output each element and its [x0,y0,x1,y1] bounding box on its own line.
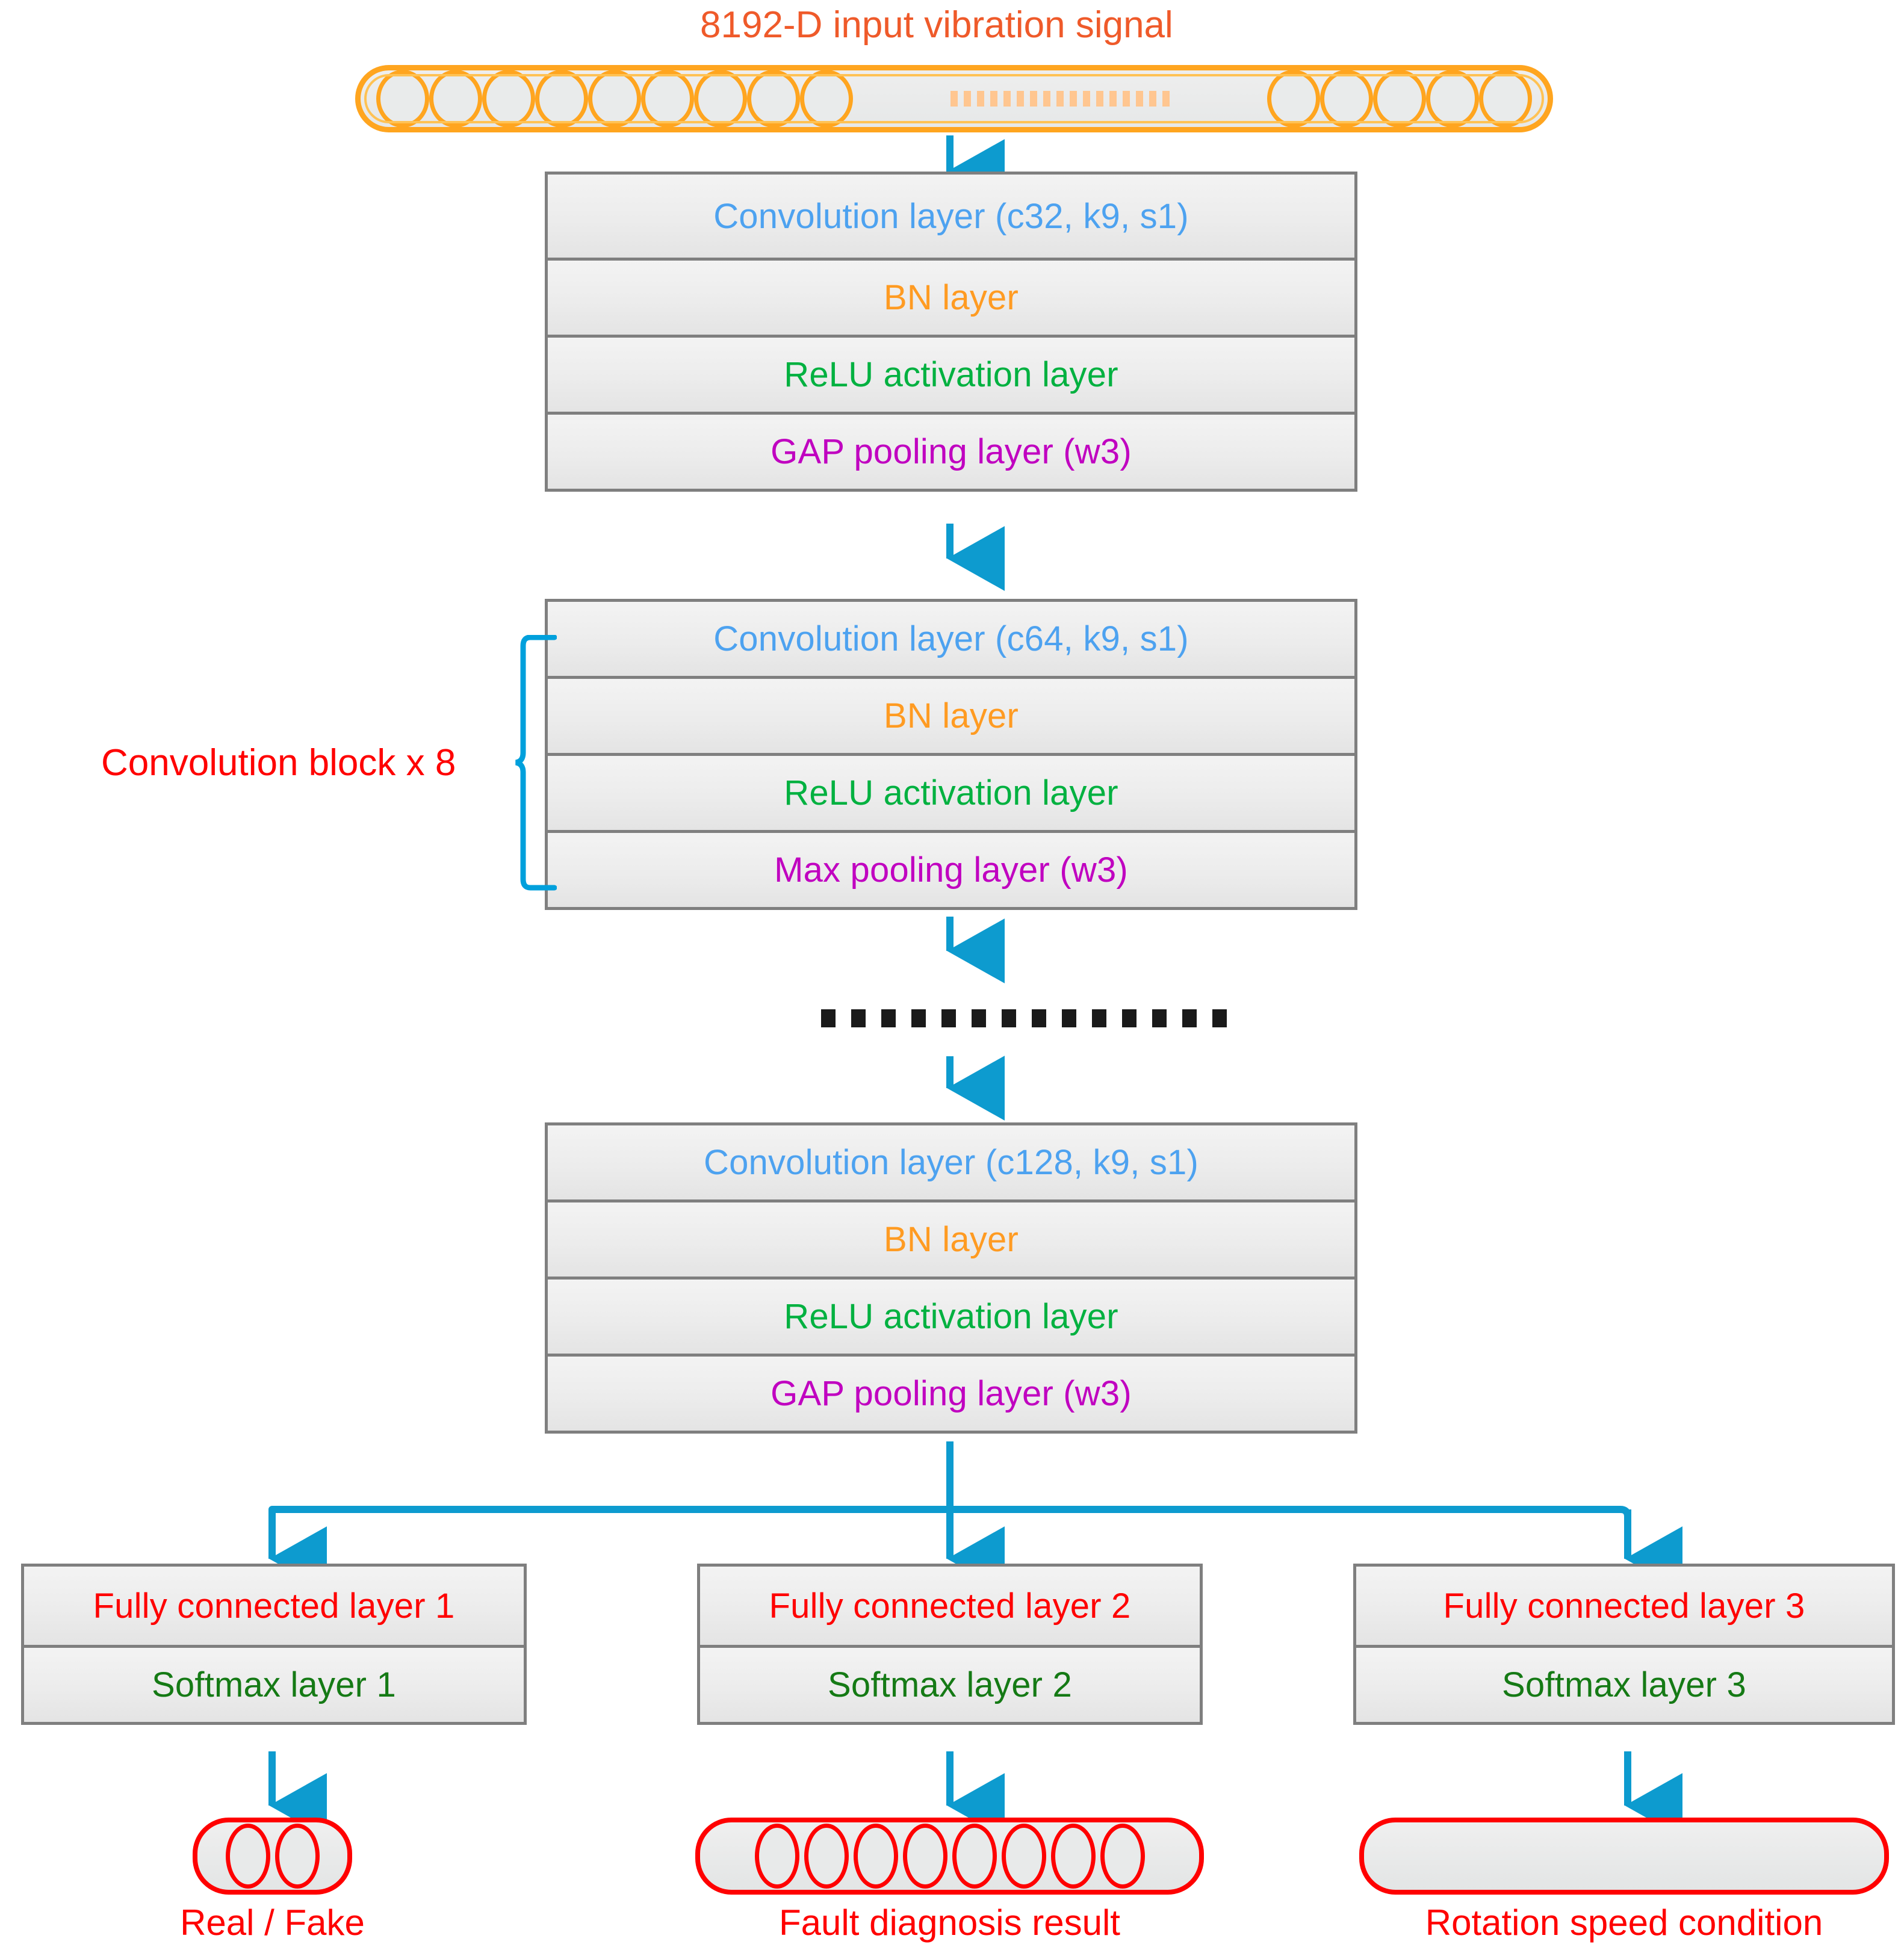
input-node [429,70,482,128]
layer-relu-2: ReLU activation layer [545,753,1357,833]
output-capsule-rotation-speed [1359,1818,1889,1895]
input-node [641,70,694,128]
layer-relu-3: ReLU activation layer [545,1277,1357,1357]
ellipsis-dot [1122,1009,1137,1027]
output-node [804,1824,849,1889]
layer-gap-pool-3: GAP pooling layer (w3) [545,1354,1357,1434]
output-head-2: Fully connected layer 2 Softmax layer 2 [697,1564,1203,1725]
output-node [1050,1824,1096,1889]
layer-relu-1: ReLU activation layer [545,335,1357,415]
input-node [1373,70,1426,128]
input-node [1320,70,1373,128]
layer-bn-3: BN layer [545,1199,1357,1280]
ellipsis-dot [821,1009,836,1027]
ellipsis-dot [972,1009,986,1027]
layer-gap-pool-1: GAP pooling layer (w3) [545,412,1357,492]
softmax-layer-2: Softmax layer 2 [697,1645,1203,1725]
output-node [952,1824,997,1889]
ellipsis-dot [1032,1009,1046,1027]
output-node [754,1824,799,1889]
input-node [694,70,747,128]
ellipsis-dot [941,1009,956,1027]
layer-conv-64: Convolution layer (c64, k9, s1) [545,599,1357,679]
softmax-layer-3: Softmax layer 3 [1353,1645,1895,1725]
output-label-fault-diagnosis: Fault diagnosis result [779,1902,1120,1943]
fully-connected-layer-1: Fully connected layer 1 [21,1564,527,1648]
ellipsis-dot [1002,1009,1016,1027]
softmax-layer-1: Softmax layer 1 [21,1645,527,1725]
output-label-rotation-speed: Rotation speed condition [1425,1902,1823,1943]
layer-conv-32: Convolution layer (c32, k9, s1) [545,172,1357,261]
input-vector-capsule [355,65,1553,132]
ellipsis-dot [881,1009,896,1027]
ellipsis-dot [911,1009,926,1027]
input-node [1479,70,1532,128]
output-node [274,1824,320,1889]
input-node [535,70,588,128]
output-capsule-real-fake [193,1818,352,1895]
output-node [902,1824,947,1889]
convolution-block-3: Convolution layer (c128, k9, s1) BN laye… [545,1122,1357,1434]
output-head-3: Fully connected layer 3 Softmax layer 3 [1353,1564,1895,1725]
ellipsis-dot [1212,1009,1227,1027]
output-capsule-fault-diagnosis [695,1818,1204,1895]
output-node [1001,1824,1046,1889]
repeat-brace [515,635,557,891]
ellipsis-dot [1182,1009,1197,1027]
ellipsis-dot [851,1009,866,1027]
layer-bn-1: BN layer [545,258,1357,338]
ellipsis-dot [1152,1009,1167,1027]
layer-conv-128: Convolution layer (c128, k9, s1) [545,1122,1357,1202]
repeat-count-label: Convolution block x 8 [101,742,456,784]
input-node [1426,70,1479,128]
output-node [225,1824,270,1889]
input-node [376,70,429,128]
output-label-real-fake: Real / Fake [180,1902,365,1943]
input-node [1267,70,1320,128]
omitted-blocks-ellipsis [821,1009,1227,1027]
output-head-1: Fully connected layer 1 Softmax layer 1 [21,1564,527,1725]
output-node [853,1824,898,1889]
input-ellipsis [853,91,1267,107]
layer-max-pool-2: Max pooling layer (w3) [545,830,1357,910]
ellipsis-dot [1062,1009,1076,1027]
convolution-block-2: Convolution layer (c64, k9, s1) BN layer… [545,599,1357,910]
fully-connected-layer-3: Fully connected layer 3 [1353,1564,1895,1648]
convolution-block-1: Convolution layer (c32, k9, s1) BN layer… [545,172,1357,492]
input-node [482,70,535,128]
layer-bn-2: BN layer [545,676,1357,756]
ellipsis-dot [1092,1009,1106,1027]
output-node [1100,1824,1145,1889]
fully-connected-layer-2: Fully connected layer 2 [697,1564,1203,1648]
input-signal-title: 8192-D input vibration signal [700,4,1173,46]
input-node [747,70,800,128]
input-node [800,70,853,128]
input-node [588,70,641,128]
